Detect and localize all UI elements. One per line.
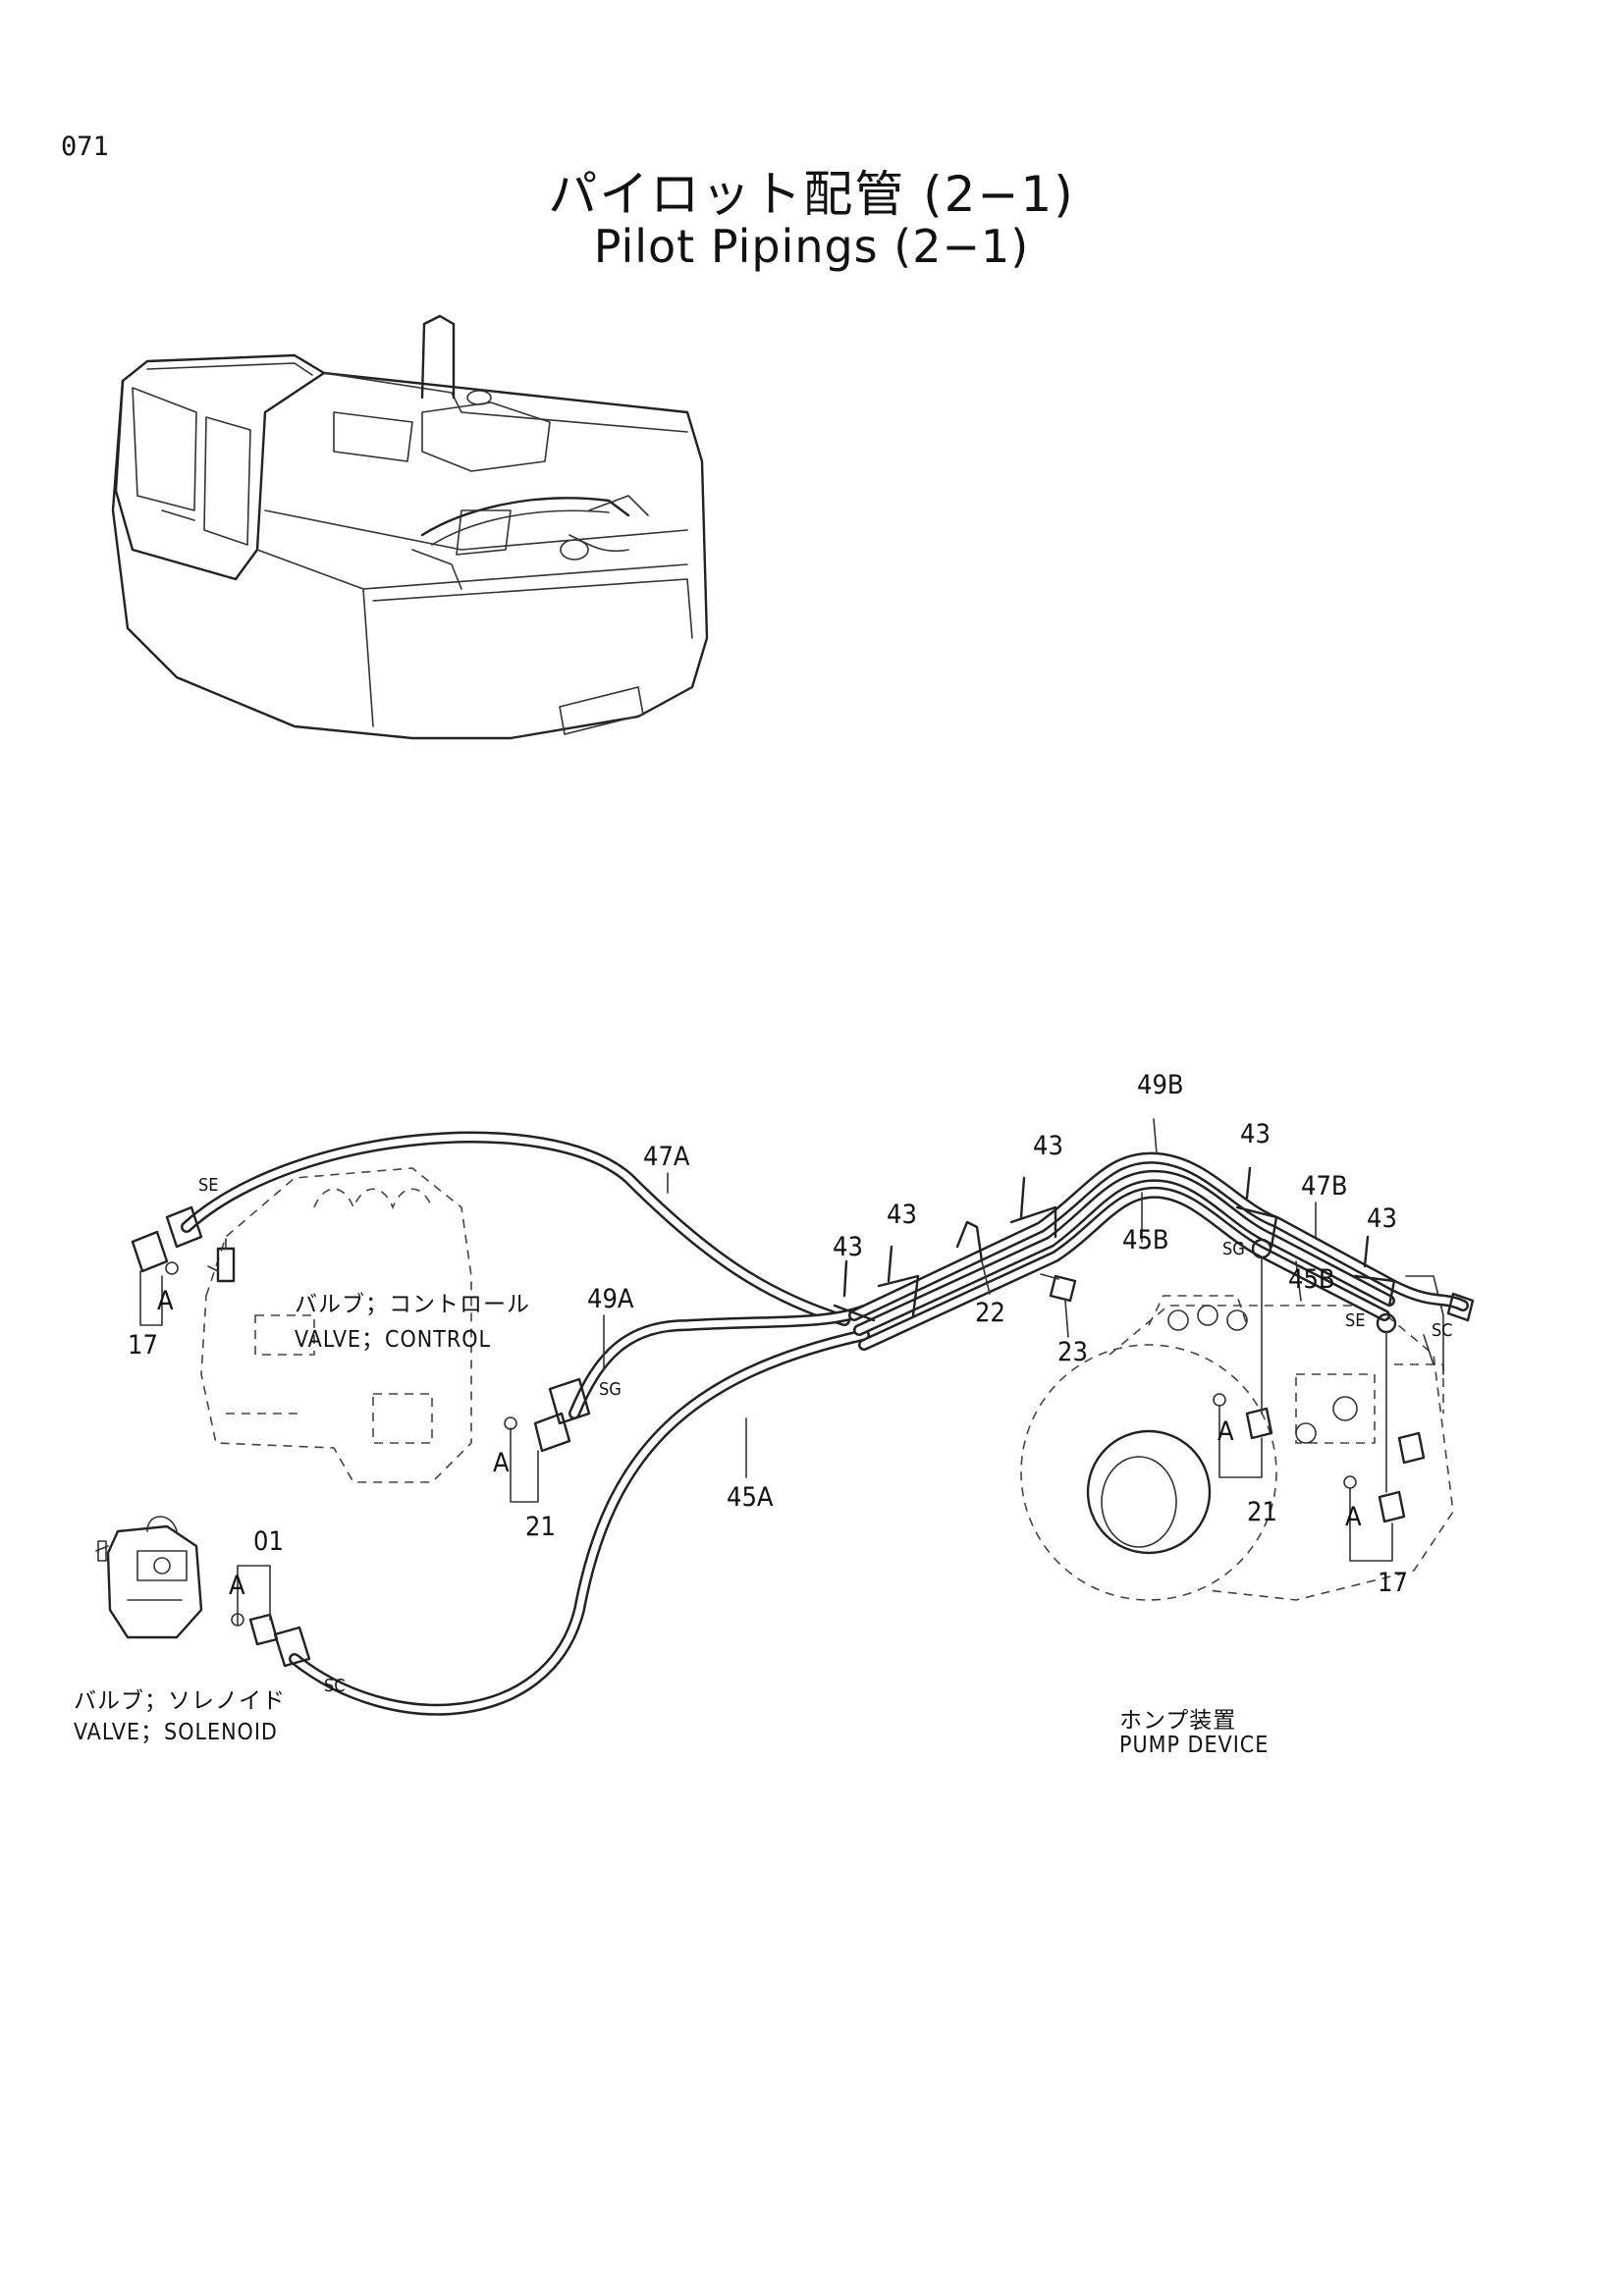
part-number-22: 22 bbox=[975, 1298, 1005, 1328]
page-title-japanese: パイロット配管 (2−1) bbox=[548, 166, 1075, 223]
clamps bbox=[833, 1166, 1396, 1322]
port-code-sc: SC bbox=[1432, 1320, 1453, 1341]
valve-solenoid-label-jp: バルブ；ソレノイド bbox=[74, 1688, 286, 1714]
valve-control-label-jp: バルブ；コントロール bbox=[295, 1292, 530, 1317]
hose-45a bbox=[289, 1329, 870, 1716]
valve-control-label-en: VALVE；CONTROL bbox=[295, 1327, 492, 1353]
part-number-47a: 47A bbox=[643, 1142, 690, 1172]
port-code-se: SE bbox=[1345, 1310, 1366, 1331]
control-valve-drawing bbox=[200, 1167, 472, 1483]
part-number-17: 17 bbox=[1378, 1568, 1408, 1598]
excavator-overview-illustration bbox=[111, 314, 709, 740]
part-number-23: 23 bbox=[1057, 1337, 1088, 1367]
detail-ref-a: A bbox=[229, 1571, 245, 1601]
part-number-21: 21 bbox=[525, 1512, 556, 1542]
page-title-english: Pilot Pipings (2−1) bbox=[593, 220, 1030, 273]
valve-solenoid-label-en: VALVE；SOLENOID bbox=[74, 1720, 278, 1745]
part-number-21: 21 bbox=[1247, 1497, 1277, 1527]
part-number-43: 43 bbox=[887, 1200, 917, 1230]
leader-lines bbox=[139, 1118, 1434, 1626]
part-number-43: 43 bbox=[1367, 1203, 1397, 1234]
part-number-47b: 47B bbox=[1301, 1171, 1348, 1201]
pump-device-label-jp: ホンプ装置 bbox=[1119, 1708, 1237, 1734]
detail-ref-a: A bbox=[1345, 1502, 1362, 1532]
part-number-17: 17 bbox=[128, 1330, 158, 1361]
port-code-sg: SG bbox=[599, 1379, 622, 1400]
hose-49a bbox=[568, 1305, 870, 1419]
pump-device-drawing bbox=[1020, 1275, 1454, 1601]
fittings bbox=[131, 1205, 1426, 1668]
port-code-sc: SC bbox=[324, 1676, 346, 1696]
detail-ref-a: A bbox=[493, 1448, 510, 1478]
part-number-43: 43 bbox=[833, 1232, 863, 1262]
part-number-01: 01 bbox=[253, 1526, 284, 1557]
hose-bundle bbox=[848, 1151, 1475, 1351]
part-number-49a: 49A bbox=[587, 1284, 634, 1314]
part-number-49b: 49B bbox=[1137, 1070, 1184, 1100]
part-number-43: 43 bbox=[1033, 1131, 1063, 1161]
hose-47a bbox=[181, 1131, 850, 1326]
part-number-43: 43 bbox=[1240, 1119, 1271, 1149]
part-number-45b: 45B bbox=[1122, 1225, 1169, 1255]
solenoid-valve-drawing bbox=[95, 1516, 203, 1639]
pump-device-label-en: PUMP DEVICE bbox=[1119, 1733, 1270, 1758]
port-code-se: SE bbox=[198, 1175, 219, 1196]
detail-ref-a: A bbox=[157, 1286, 174, 1316]
port-code-sg: SG bbox=[1222, 1239, 1245, 1259]
part-number-45a: 45A bbox=[727, 1482, 774, 1513]
page-number: 071 bbox=[61, 132, 109, 162]
part-number-45b: 45B bbox=[1288, 1264, 1335, 1295]
detail-ref-a: A bbox=[1217, 1416, 1234, 1447]
